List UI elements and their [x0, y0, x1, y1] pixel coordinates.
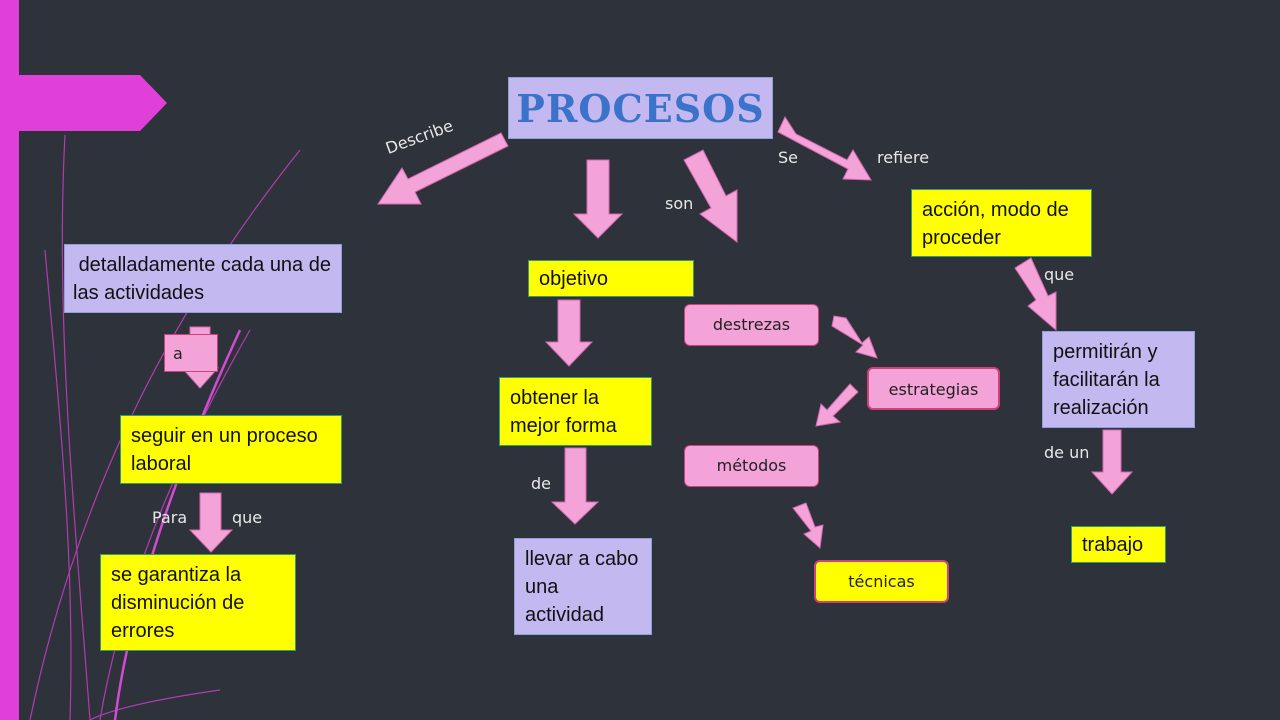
decorative-curves-thick — [113, 329, 242, 720]
arrow-son — [683, 149, 738, 244]
arrow-accion-permitiran — [1014, 257, 1057, 332]
box-destrezas: destrezas — [684, 304, 819, 346]
magenta-pointer-shape — [19, 75, 167, 131]
label-para: Para — [152, 508, 188, 527]
box-se-garantiza: se garantiza la disminución de errores — [100, 554, 296, 651]
magenta-side-bar — [0, 0, 19, 720]
label-que-left: que — [232, 508, 263, 527]
label-de-un: de un — [1044, 443, 1090, 462]
box-seguir: seguir en un proceso laboral — [120, 415, 342, 484]
box-detalladamente: detalladamente cada una de las actividad… — [64, 244, 342, 313]
arrow-se-refiere — [777, 115, 872, 181]
label-son: son — [665, 194, 694, 213]
arrow-objetivo — [572, 159, 624, 239]
arrow-destrezas-estrategias — [831, 315, 878, 359]
box-trabajo: trabajo — [1071, 526, 1166, 563]
box-tecnicas: técnicas — [814, 560, 949, 603]
decorative-curves — [29, 134, 301, 720]
label-a: a — [173, 344, 183, 363]
arrow-permitiran-trabajo — [1090, 429, 1134, 495]
box-llevar: llevar a cabo una actividad — [514, 538, 652, 635]
label-de: de — [531, 474, 551, 493]
arrow-metodos-tecnicas — [792, 502, 824, 549]
box-obtener: obtener la mejor forma — [499, 377, 652, 446]
label-que-right: que — [1044, 265, 1075, 284]
page-title: PROCESOS — [516, 86, 765, 131]
arrow-objetivo-obtener — [544, 299, 594, 367]
label-se: Se — [778, 148, 798, 167]
box-accion: acción, modo de proceder — [911, 189, 1092, 257]
arrow-seguir-box3 — [188, 492, 234, 553]
arrow-estrategias-metodos — [815, 383, 859, 427]
box-permitiran: permitirán y facilitarán la realización — [1042, 331, 1195, 428]
box-estrategias: estrategias — [867, 367, 1000, 410]
box-metodos: métodos — [684, 445, 819, 487]
label-a-box: a — [164, 334, 218, 372]
arrow-describe — [377, 132, 509, 205]
title-box: PROCESOS — [508, 77, 773, 139]
label-refiere: refiere — [877, 148, 930, 167]
arrow-obtener-llevar — [550, 447, 600, 525]
box-objetivo: objetivo — [528, 260, 694, 297]
